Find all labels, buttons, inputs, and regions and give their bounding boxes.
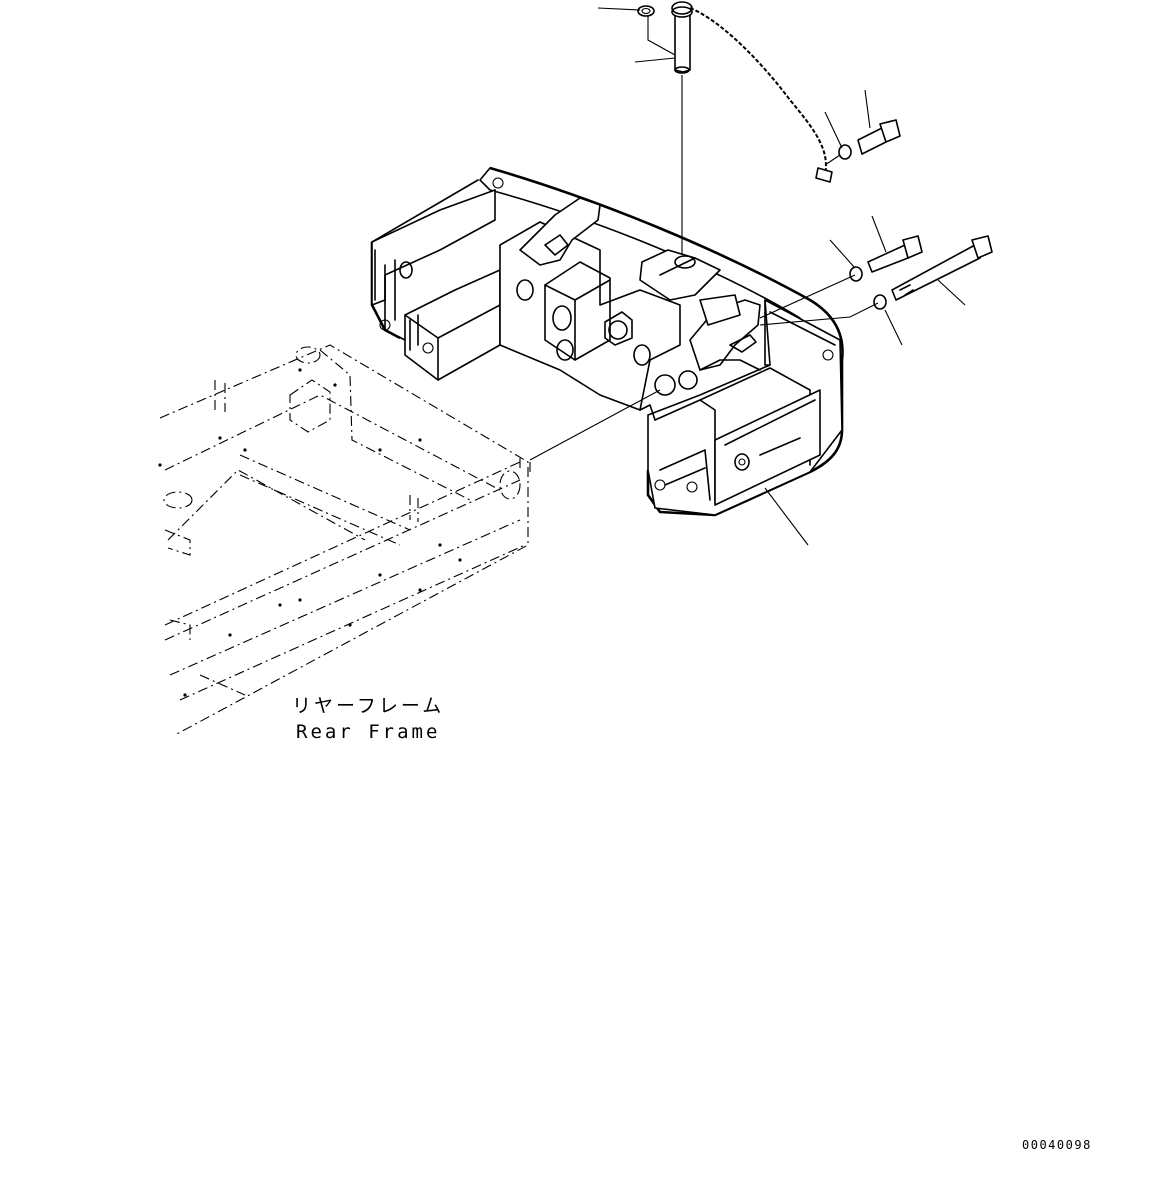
rear-frame-label-en: Rear Frame xyxy=(296,721,441,743)
figure-code: 00040098 xyxy=(1022,1138,1092,1152)
bolts-and-washers xyxy=(759,119,993,326)
counterweight-body xyxy=(370,166,844,517)
rear-frame-outline xyxy=(158,344,531,736)
leader-lines xyxy=(529,7,966,546)
lifting-pin-assembly xyxy=(637,1,833,255)
rear-frame-label-jp: リヤーフレーム xyxy=(292,695,445,717)
